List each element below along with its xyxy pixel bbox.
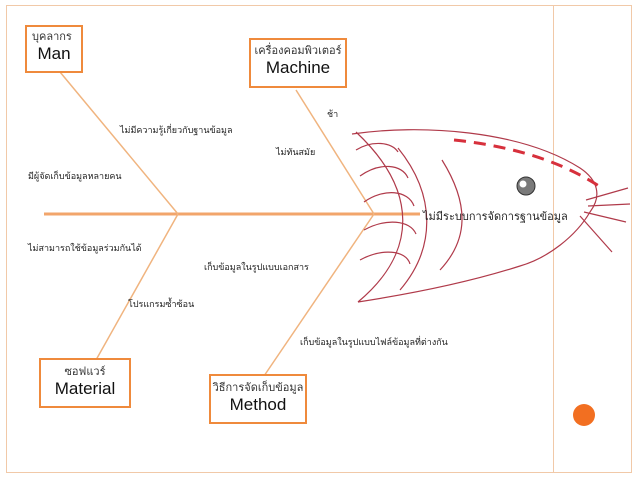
category-method: วิธีการจัดเก็บข้อมูล Method <box>209 374 307 424</box>
cause-material-1: ไม่สามารถใช้ข้อมูลร่วมกันได้ <box>28 244 142 254</box>
accent-dot <box>573 404 595 426</box>
head-outline <box>351 129 598 303</box>
mouth-jaw <box>579 215 613 253</box>
bone-method <box>263 213 375 377</box>
category-machine-english: Machine <box>265 58 331 77</box>
bone-material <box>95 213 179 361</box>
cause-method-2: เก็บข้อมูลในรูปแบบไฟล์ข้อมูลที่ต่างกัน <box>300 338 448 348</box>
fish-eye <box>516 176 536 196</box>
cause-man-1: ไม่มีความรู้เกี่ยวกับฐานข้อมูล <box>120 126 233 136</box>
category-material: ซอฟแวร์ Material <box>39 358 131 408</box>
category-method-english: Method <box>229 395 287 414</box>
head-dashed-line <box>453 138 603 190</box>
gill-inner <box>397 147 428 291</box>
cause-machine-1: ช้า <box>327 110 339 120</box>
bone-man <box>59 71 179 215</box>
cause-man-2: มีผู้จัดเก็บข้อมูลหลายคน <box>28 172 122 182</box>
category-machine: เครื่องคอมพิวเตอร์ Machine <box>249 38 347 88</box>
mouth-upper <box>585 187 629 201</box>
category-man-thai: บุคลากร <box>32 30 72 43</box>
category-machine-thai: เครื่องคอมพิวเตอร์ <box>254 44 342 57</box>
fish-eye-highlight <box>519 180 527 188</box>
side-rail <box>553 5 554 473</box>
gill-outer <box>355 131 404 303</box>
category-material-thai: ซอฟแวร์ <box>64 365 106 378</box>
mouth-mid <box>587 203 631 207</box>
gill-rib-5 <box>359 251 411 265</box>
gill-rib-4 <box>363 221 417 235</box>
bone-machine <box>295 89 375 215</box>
gill-rib-2 <box>359 165 409 179</box>
gill-plate <box>439 159 463 271</box>
fish-head <box>351 129 631 303</box>
cause-material-2: โปรแกรมซ้ำซ้อน <box>128 300 195 310</box>
category-man-english: Man <box>37 44 71 63</box>
mouth-lower <box>583 211 627 223</box>
slide-frame <box>6 5 632 473</box>
gill-rib-3 <box>363 192 415 207</box>
category-man: บุคลากร Man <box>25 25 83 73</box>
category-material-english: Material <box>54 379 116 398</box>
cause-method-1: เก็บข้อมูลในรูปแบบเอกสาร <box>204 263 309 273</box>
problem-label: ไม่มีระบบการจัดการฐานข้อมูล <box>423 210 568 223</box>
category-method-thai: วิธีการจัดเก็บข้อมูล <box>212 381 304 394</box>
gill-rib-1 <box>355 142 399 153</box>
cause-machine-2: ไม่ทันสมัย <box>276 148 316 158</box>
